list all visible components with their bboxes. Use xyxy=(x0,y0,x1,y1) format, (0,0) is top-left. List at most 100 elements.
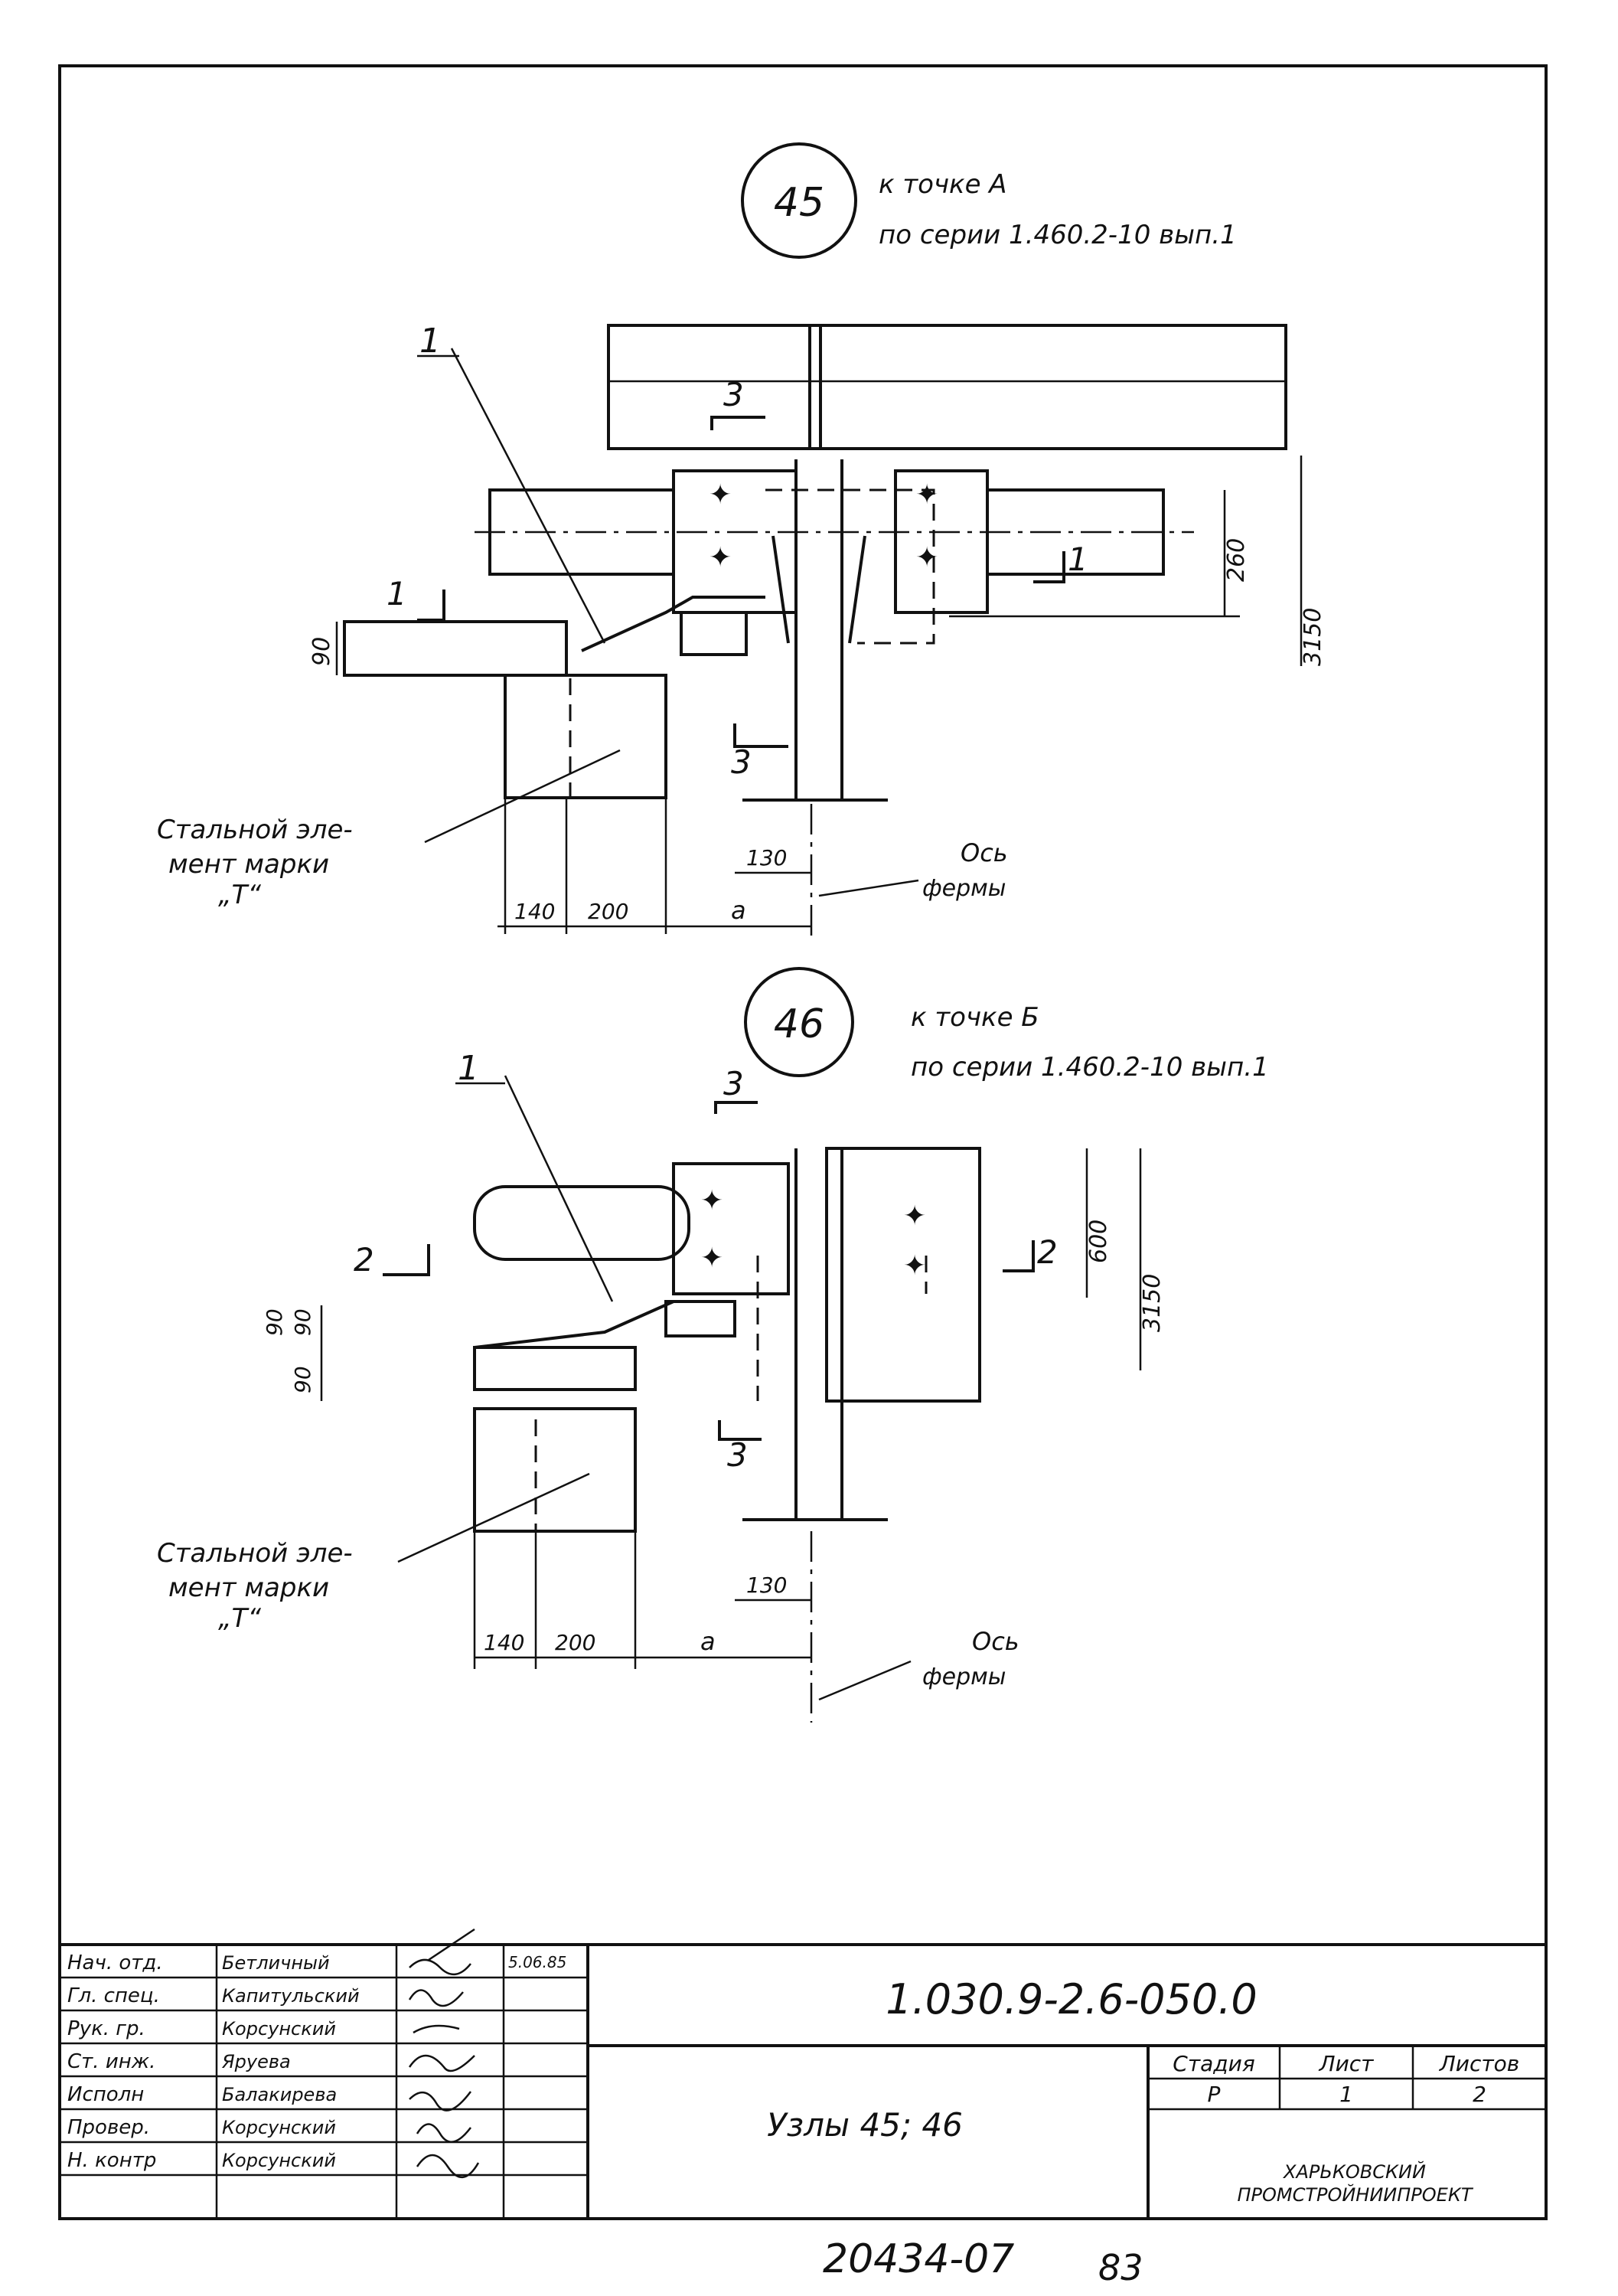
tb-stage-header: Стадия xyxy=(1173,2051,1254,2076)
signature-icon xyxy=(408,1928,480,2179)
dim-130-46-label: 130 xyxy=(746,1573,787,1598)
dim-90c-label: 90 xyxy=(262,1308,287,1336)
title-block: Нач. отд. Гл. спец. Рук. гр. Ст. инж. Ис… xyxy=(58,1928,1548,2220)
section-2b-mark xyxy=(1003,1240,1035,1272)
tb-doc-code: 1.030.9-2.6-050.0 xyxy=(886,1975,1258,2023)
dim-90b-label: 90 xyxy=(290,1366,315,1393)
detail-46-circle xyxy=(744,967,854,1077)
section-2a-mark xyxy=(383,1244,430,1276)
section-3-mark xyxy=(710,416,765,430)
tb-role-4: Исполн xyxy=(67,2083,144,2106)
tb-name-6: Корсунский xyxy=(222,2150,336,2171)
dim-a-46-label: а xyxy=(700,1627,716,1656)
steel-leader xyxy=(424,749,621,844)
section-3a-label: 3 xyxy=(723,376,744,413)
steel-label-1: Стальной эле- xyxy=(157,815,353,845)
bolt-icon: ✦ xyxy=(915,542,938,573)
leader-1 xyxy=(450,348,606,644)
tb-sheets-value: 2 xyxy=(1473,2082,1486,2107)
leader-1-46-label: 1 xyxy=(458,1049,479,1088)
section-2b-label: 2 xyxy=(1037,1233,1058,1271)
dim-200-label: 200 xyxy=(588,899,628,924)
tb-name-0: Бетличный xyxy=(222,1952,330,1974)
tb-sheets-header: Листов xyxy=(1439,2051,1520,2076)
dim-90-label: 90 xyxy=(308,637,335,666)
lower-beam xyxy=(343,620,568,677)
tb-sheet-title: Узлы 45; 46 xyxy=(767,2106,963,2144)
tb-sheet-header: Лист xyxy=(1319,2051,1375,2076)
detail-46: 46 к точке Б по серии 1.460.2-10 вып.1 ✦… xyxy=(157,967,1269,1723)
detail-45-circle xyxy=(741,142,857,259)
section-3-mark-46 xyxy=(714,1101,758,1114)
dim-90a-label: 90 xyxy=(290,1308,315,1336)
steel-element-hidden-46 xyxy=(534,1407,637,1533)
tb-name-1: Капитульский xyxy=(222,1985,360,2007)
bolt-icon: ✦ xyxy=(903,1250,926,1282)
tb-org-1: ХАРЬКОВСКИЙ xyxy=(1282,2160,1426,2183)
tb-date: 5.06.85 xyxy=(508,1953,566,1971)
axis-leader-46 xyxy=(818,1660,912,1701)
axis-46-label-1: Ось xyxy=(972,1627,1019,1656)
slab-outline xyxy=(607,324,1287,450)
bolt-icon: ✦ xyxy=(709,542,732,573)
steel-46-label-2: мент марки xyxy=(168,1573,329,1603)
section-1b-label: 1 xyxy=(1068,541,1088,578)
tb-name-3: Яруева xyxy=(221,2051,291,2072)
steel-46-label-3: „Т“ xyxy=(218,1603,261,1634)
dim-140-label: 140 xyxy=(514,899,555,924)
truss-post xyxy=(794,459,843,800)
section-1-mark xyxy=(417,590,445,622)
bracket-block-46 xyxy=(664,1300,736,1337)
bolt-icon: ✦ xyxy=(915,479,938,511)
section-3b-mark-46 xyxy=(718,1420,762,1441)
dim-3150-label: 3150 xyxy=(1300,608,1326,666)
bolt-icon: ✦ xyxy=(700,1185,723,1217)
bracket xyxy=(581,596,765,652)
page-number: 83 xyxy=(1098,2247,1143,2288)
hidden-lines-46 xyxy=(756,1256,928,1401)
bolt-icon: ✦ xyxy=(709,479,732,511)
tb-role-1: Гл. спец. xyxy=(67,1984,160,2007)
steel-label-2: мент марки xyxy=(168,849,329,880)
tb-name-2: Корсунский xyxy=(222,2018,336,2040)
section-3b-46-label: 3 xyxy=(727,1436,748,1474)
detail-46-caption-1: к точке Б xyxy=(911,1002,1039,1033)
tb-role-5: Провер. xyxy=(67,2116,150,2139)
bolt-icon: ✦ xyxy=(700,1243,723,1274)
detail-46-number: 46 xyxy=(774,1001,824,1047)
dim-260-label: 260 xyxy=(1223,538,1250,582)
hidden-lines xyxy=(765,488,935,645)
truss-post-46 xyxy=(794,1148,843,1520)
tb-role-2: Рук. гр. xyxy=(67,2017,145,2040)
tb-sheet-value: 1 xyxy=(1339,2082,1353,2107)
steel-element-hidden xyxy=(569,674,667,799)
dim-140-46-label: 140 xyxy=(484,1630,524,1655)
tb-role-0: Нач. отд. xyxy=(67,1951,163,1974)
steel-element-t-46 xyxy=(473,1407,637,1533)
bracket-46 xyxy=(474,1300,735,1349)
lower-beam-46 xyxy=(473,1346,637,1391)
section-3b-mark xyxy=(733,723,788,748)
leader-1-label: 1 xyxy=(419,322,441,361)
dim-a-label: а xyxy=(731,896,746,925)
leader-1-46 xyxy=(504,1075,614,1302)
section-1b-mark xyxy=(1033,551,1065,583)
detail-45: 45 к точке А по серии 1.460.2-10 вып.1 ✦… xyxy=(157,142,1326,942)
detail-45-caption-1: к точке А xyxy=(879,169,1007,200)
dim-3150-46-label: 3150 xyxy=(1139,1274,1166,1332)
tb-name-5: Корсунский xyxy=(222,2117,336,2138)
section-1-label: 1 xyxy=(387,575,407,612)
dim-200-46-label: 200 xyxy=(555,1630,595,1655)
bolt-icon: ✦ xyxy=(903,1200,926,1232)
section-3b-label: 3 xyxy=(731,743,752,781)
section-2a-label: 2 xyxy=(354,1241,374,1279)
tb-name-4: Балакирева xyxy=(222,2084,337,2105)
detail-45-caption-2: по серии 1.460.2-10 вып.1 xyxy=(879,220,1237,250)
tb-role-6: Н. контр xyxy=(67,2149,156,2172)
axis-label-1: Ось xyxy=(961,838,1008,867)
steel-46-label-1: Стальной эле- xyxy=(157,1538,353,1569)
right-plate xyxy=(894,469,989,614)
detail-46-caption-2: по серии 1.460.2-10 вып.1 xyxy=(911,1052,1269,1083)
dim-130-label: 130 xyxy=(746,845,787,870)
inventory-number: 20434-07 xyxy=(823,2236,1014,2282)
